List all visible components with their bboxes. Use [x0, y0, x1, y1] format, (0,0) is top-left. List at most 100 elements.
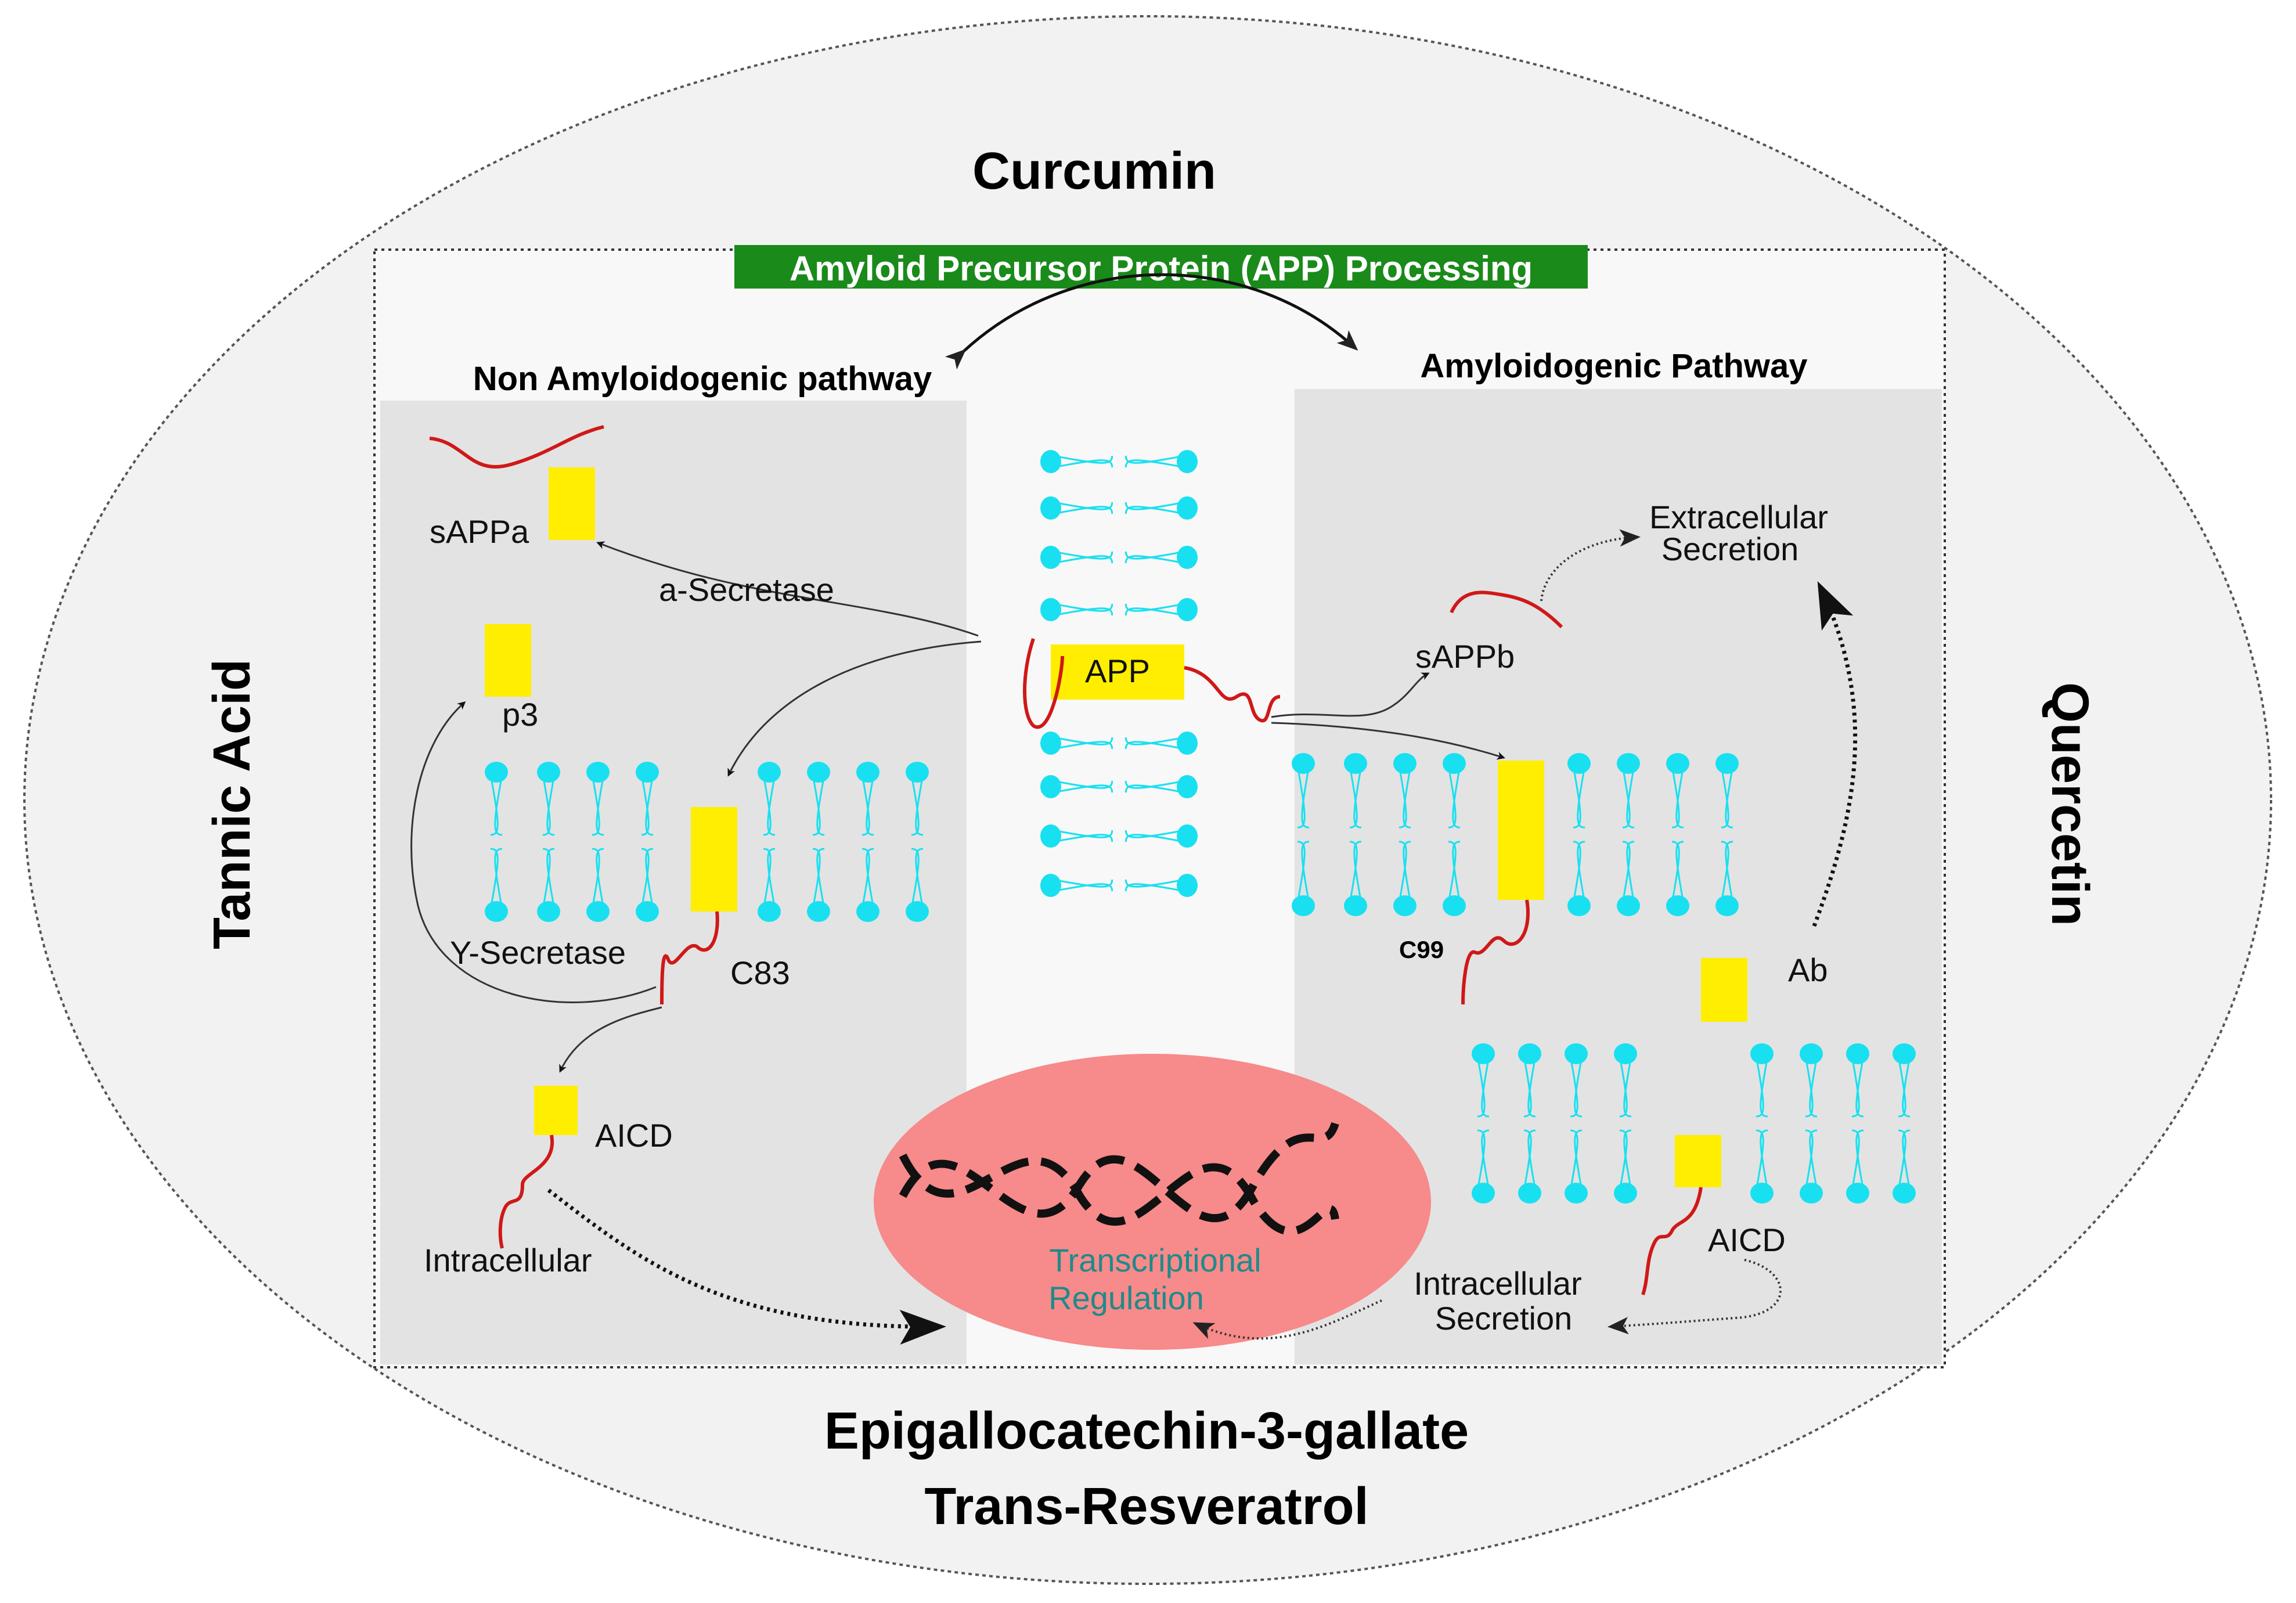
- lipid-tail: [1573, 841, 1581, 898]
- app-to-c99-arrow: [1271, 722, 1505, 760]
- lipid-head: [1800, 1043, 1823, 1064]
- c83-to-aicd-arrow: [559, 1006, 662, 1073]
- lipid-head: [1565, 1043, 1588, 1064]
- lipid-tail: [494, 780, 503, 836]
- lipid-tail: [1297, 841, 1306, 898]
- lipid-tail: [1756, 1129, 1764, 1185]
- lipid-tail: [1403, 772, 1411, 828]
- lipid-tail: [1297, 772, 1306, 828]
- lipid-head: [1040, 496, 1061, 520]
- lipid-tail: [1124, 830, 1179, 838]
- lipid-tail: [1527, 1062, 1536, 1118]
- lipid-tail: [1626, 772, 1635, 828]
- lipid-tail: [1059, 551, 1113, 560]
- dna-helix: [899, 1122, 1339, 1235]
- lipid-tail: [1898, 1062, 1906, 1118]
- lipid-head: [1893, 1183, 1916, 1204]
- lipid-tail: [494, 848, 503, 903]
- lipid-tail: [1124, 459, 1179, 468]
- intracellular-left-label: Intracellular: [424, 1242, 592, 1278]
- lipid-tail: [1124, 883, 1179, 892]
- aicd-right-peptide: [1641, 1187, 1703, 1295]
- lipid-tail: [1760, 1062, 1768, 1118]
- lipid-tail: [1124, 551, 1179, 560]
- ab-to-extracellular-arrow: [1812, 581, 1858, 927]
- lipid-head: [807, 901, 830, 922]
- app-protein: [1051, 644, 1184, 700]
- lipid-tail: [1481, 1062, 1490, 1118]
- lipid-head: [1292, 753, 1315, 774]
- lipid-head: [807, 762, 830, 783]
- intracellular-secretion-label-1: Intracellular: [1414, 1265, 1581, 1302]
- sappa-label: sAPPa: [430, 513, 529, 550]
- sappa-peptide: [429, 425, 604, 469]
- app-to-sappb-arrow: [1271, 672, 1430, 718]
- lipid-bilayers: [485, 450, 1916, 1204]
- lipid-head: [586, 901, 610, 922]
- lipid-tail: [1059, 830, 1113, 838]
- lipid-head: [636, 901, 659, 922]
- lipid-tail: [767, 848, 776, 903]
- lipid-tail: [1574, 1129, 1583, 1185]
- lipid-head: [1177, 775, 1198, 798]
- lipid-head: [1617, 753, 1640, 774]
- lipid-tail: [1353, 772, 1362, 828]
- lipid-head: [1715, 753, 1739, 774]
- lipid-head: [1565, 1183, 1588, 1204]
- non-amyloidogenic-title: Non Amyloidogenic pathway: [473, 360, 932, 398]
- c99-peptide: [1461, 899, 1530, 1005]
- lipid-head: [1040, 450, 1061, 473]
- lipid-tail: [490, 780, 499, 836]
- lipid-tail: [1403, 841, 1411, 898]
- lipid-tail: [1124, 506, 1179, 514]
- lipid-head: [485, 901, 508, 922]
- lipid-tail: [767, 780, 776, 836]
- lipid-tail: [1124, 741, 1179, 750]
- lipid-head: [1750, 1043, 1774, 1064]
- lipid-head: [758, 762, 781, 783]
- compound-top: Curcumin: [972, 142, 1216, 200]
- c83-fragment: [691, 807, 737, 912]
- lipid-tail: [1059, 555, 1113, 564]
- lipid-head: [1846, 1183, 1869, 1204]
- lipid-tail: [1477, 1129, 1486, 1185]
- lipid-tail: [1124, 607, 1179, 616]
- lipid-head: [1344, 895, 1367, 916]
- aicd-left-fragment: [534, 1086, 578, 1135]
- lipid-tail: [1059, 737, 1113, 745]
- lipid-tail: [1623, 1062, 1632, 1118]
- lipid-tail: [816, 848, 825, 903]
- y-secretase-arrow: [410, 701, 657, 1003]
- compound-left: Tannic Acid: [203, 659, 261, 949]
- lipid-head: [1666, 895, 1689, 916]
- lipid-tail: [1851, 1129, 1860, 1185]
- lipid-tail: [1481, 1129, 1490, 1185]
- lipid-tail: [763, 848, 772, 903]
- aicd-left-label: AICD: [595, 1117, 673, 1154]
- lipid-head: [1800, 1183, 1823, 1204]
- transcriptional-label-1: Transcriptional: [1049, 1242, 1261, 1278]
- lipid-head: [1750, 1183, 1774, 1204]
- lipid-head: [1614, 1043, 1637, 1064]
- lipid-tail: [1523, 1129, 1532, 1185]
- lipid-head: [1393, 895, 1416, 916]
- lipid-tail: [1124, 455, 1179, 464]
- lipid-head: [1177, 546, 1198, 569]
- lipid-tail: [1124, 879, 1179, 888]
- lipid-tail: [1124, 502, 1179, 510]
- lipid-head: [1567, 895, 1591, 916]
- lipid-head: [1567, 753, 1591, 774]
- lipid-tail: [1623, 1129, 1632, 1185]
- c83-label: C83: [730, 954, 790, 991]
- lipid-head: [856, 901, 880, 922]
- lipid-tail: [866, 780, 874, 836]
- lipid-tail: [1805, 1129, 1814, 1185]
- lipid-head: [1292, 895, 1315, 916]
- sappb-to-extracellular-arrow: [1540, 529, 1641, 601]
- lipid-tail: [1756, 1062, 1764, 1118]
- lipid-tail: [862, 848, 870, 903]
- transcriptional-label-2: Regulation: [1048, 1280, 1204, 1316]
- aicd-right-fragment: [1675, 1135, 1721, 1187]
- lipid-head: [1614, 1183, 1637, 1204]
